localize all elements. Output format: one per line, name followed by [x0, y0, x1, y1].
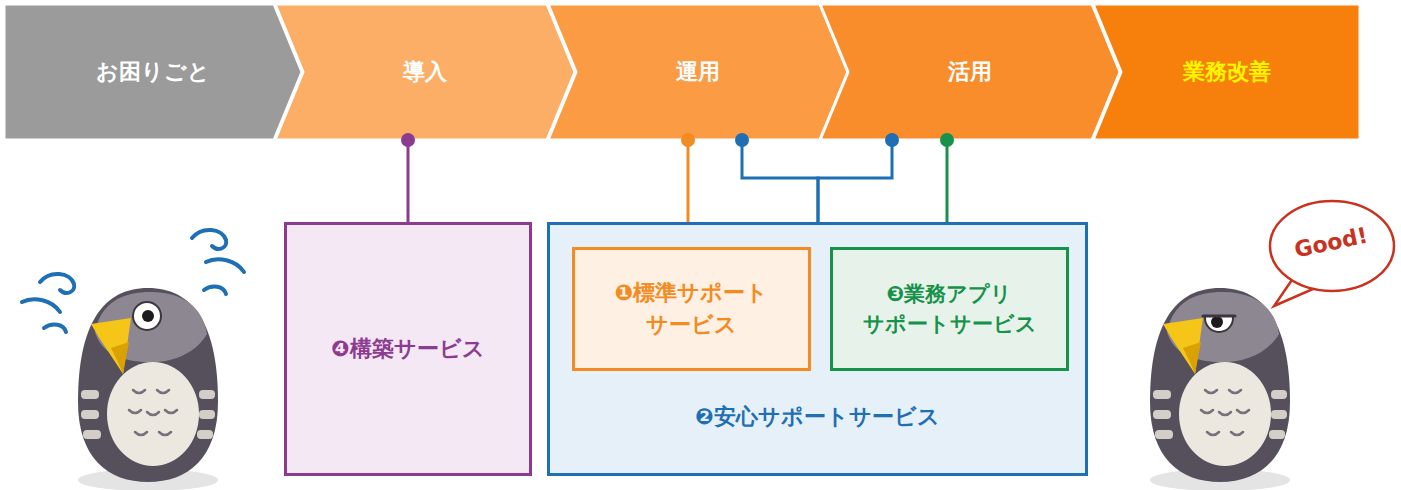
sweat-marks-part: [206, 259, 244, 272]
service-label: ❷安心サポートサービス: [695, 401, 940, 433]
bubble-joint: [1299, 266, 1317, 284]
chevron-fill: [275, 4, 575, 140]
stage-chevron: 活用: [820, 4, 1120, 140]
service-box: ❹構築サービス: [284, 222, 532, 476]
happy-owl-part: [1211, 316, 1223, 328]
worried-owl-part: [133, 302, 161, 330]
worried-owl-part: [142, 310, 154, 322]
connector-dot: [885, 133, 899, 147]
stage-chevron: 導入: [275, 4, 575, 140]
connector-dot: [735, 133, 749, 147]
chevron-fill: [4, 4, 302, 140]
connector-dot: [681, 133, 695, 147]
sweat-marks-part: [192, 230, 226, 249]
stage-chevron: お困りごと: [4, 4, 302, 140]
service-box: ❸業務アプリ サポートサービス: [830, 247, 1069, 371]
service-label: ❶標準サポート サービス: [583, 277, 800, 341]
chevron-fill: [548, 4, 848, 140]
speech-bubble: Good!: [1262, 196, 1396, 308]
connector-line: [742, 138, 818, 223]
worried-owl-part: [78, 288, 218, 490]
stage-label: 運用: [676, 56, 720, 88]
bubble-body: [1270, 201, 1394, 291]
service-label: ❹構築サービス: [331, 333, 485, 365]
stage-label: お困りごと: [96, 56, 210, 88]
stage-label: 業務改善: [1183, 56, 1271, 88]
stage-chevron: 運用: [548, 4, 848, 140]
stage-chevron: 業務改善: [1093, 4, 1360, 140]
stage-label: 導入: [403, 56, 447, 88]
sweat-marks-part: [40, 274, 74, 293]
stage-label: 活用: [948, 56, 992, 88]
sweat-marks-part: [22, 299, 60, 312]
connector-dot: [940, 133, 954, 147]
sweat-marks: [22, 230, 244, 332]
sweat-marks-part: [44, 325, 66, 332]
connector-line: [407, 138, 410, 223]
service-box: ❶標準サポート サービス: [572, 247, 811, 371]
chevron-fill: [820, 4, 1120, 140]
happy-owl-part: [1203, 315, 1235, 318]
chevron-fill: [1093, 4, 1360, 140]
connector-dot: [401, 133, 415, 147]
service-label: ❸業務アプリ サポートサービス: [841, 279, 1058, 340]
happy-owl-part: [1204, 301, 1234, 316]
connector-line: [818, 138, 892, 223]
sweat-marks-part: [204, 287, 226, 294]
worried-owl: [78, 288, 218, 490]
happy-owl: [1150, 288, 1290, 490]
service-group-box: ❷安心サポートサービス ❶標準サポート サービス ❸業務アプリ サポートサービス: [547, 222, 1088, 476]
happy-owl-part: [1150, 288, 1290, 490]
